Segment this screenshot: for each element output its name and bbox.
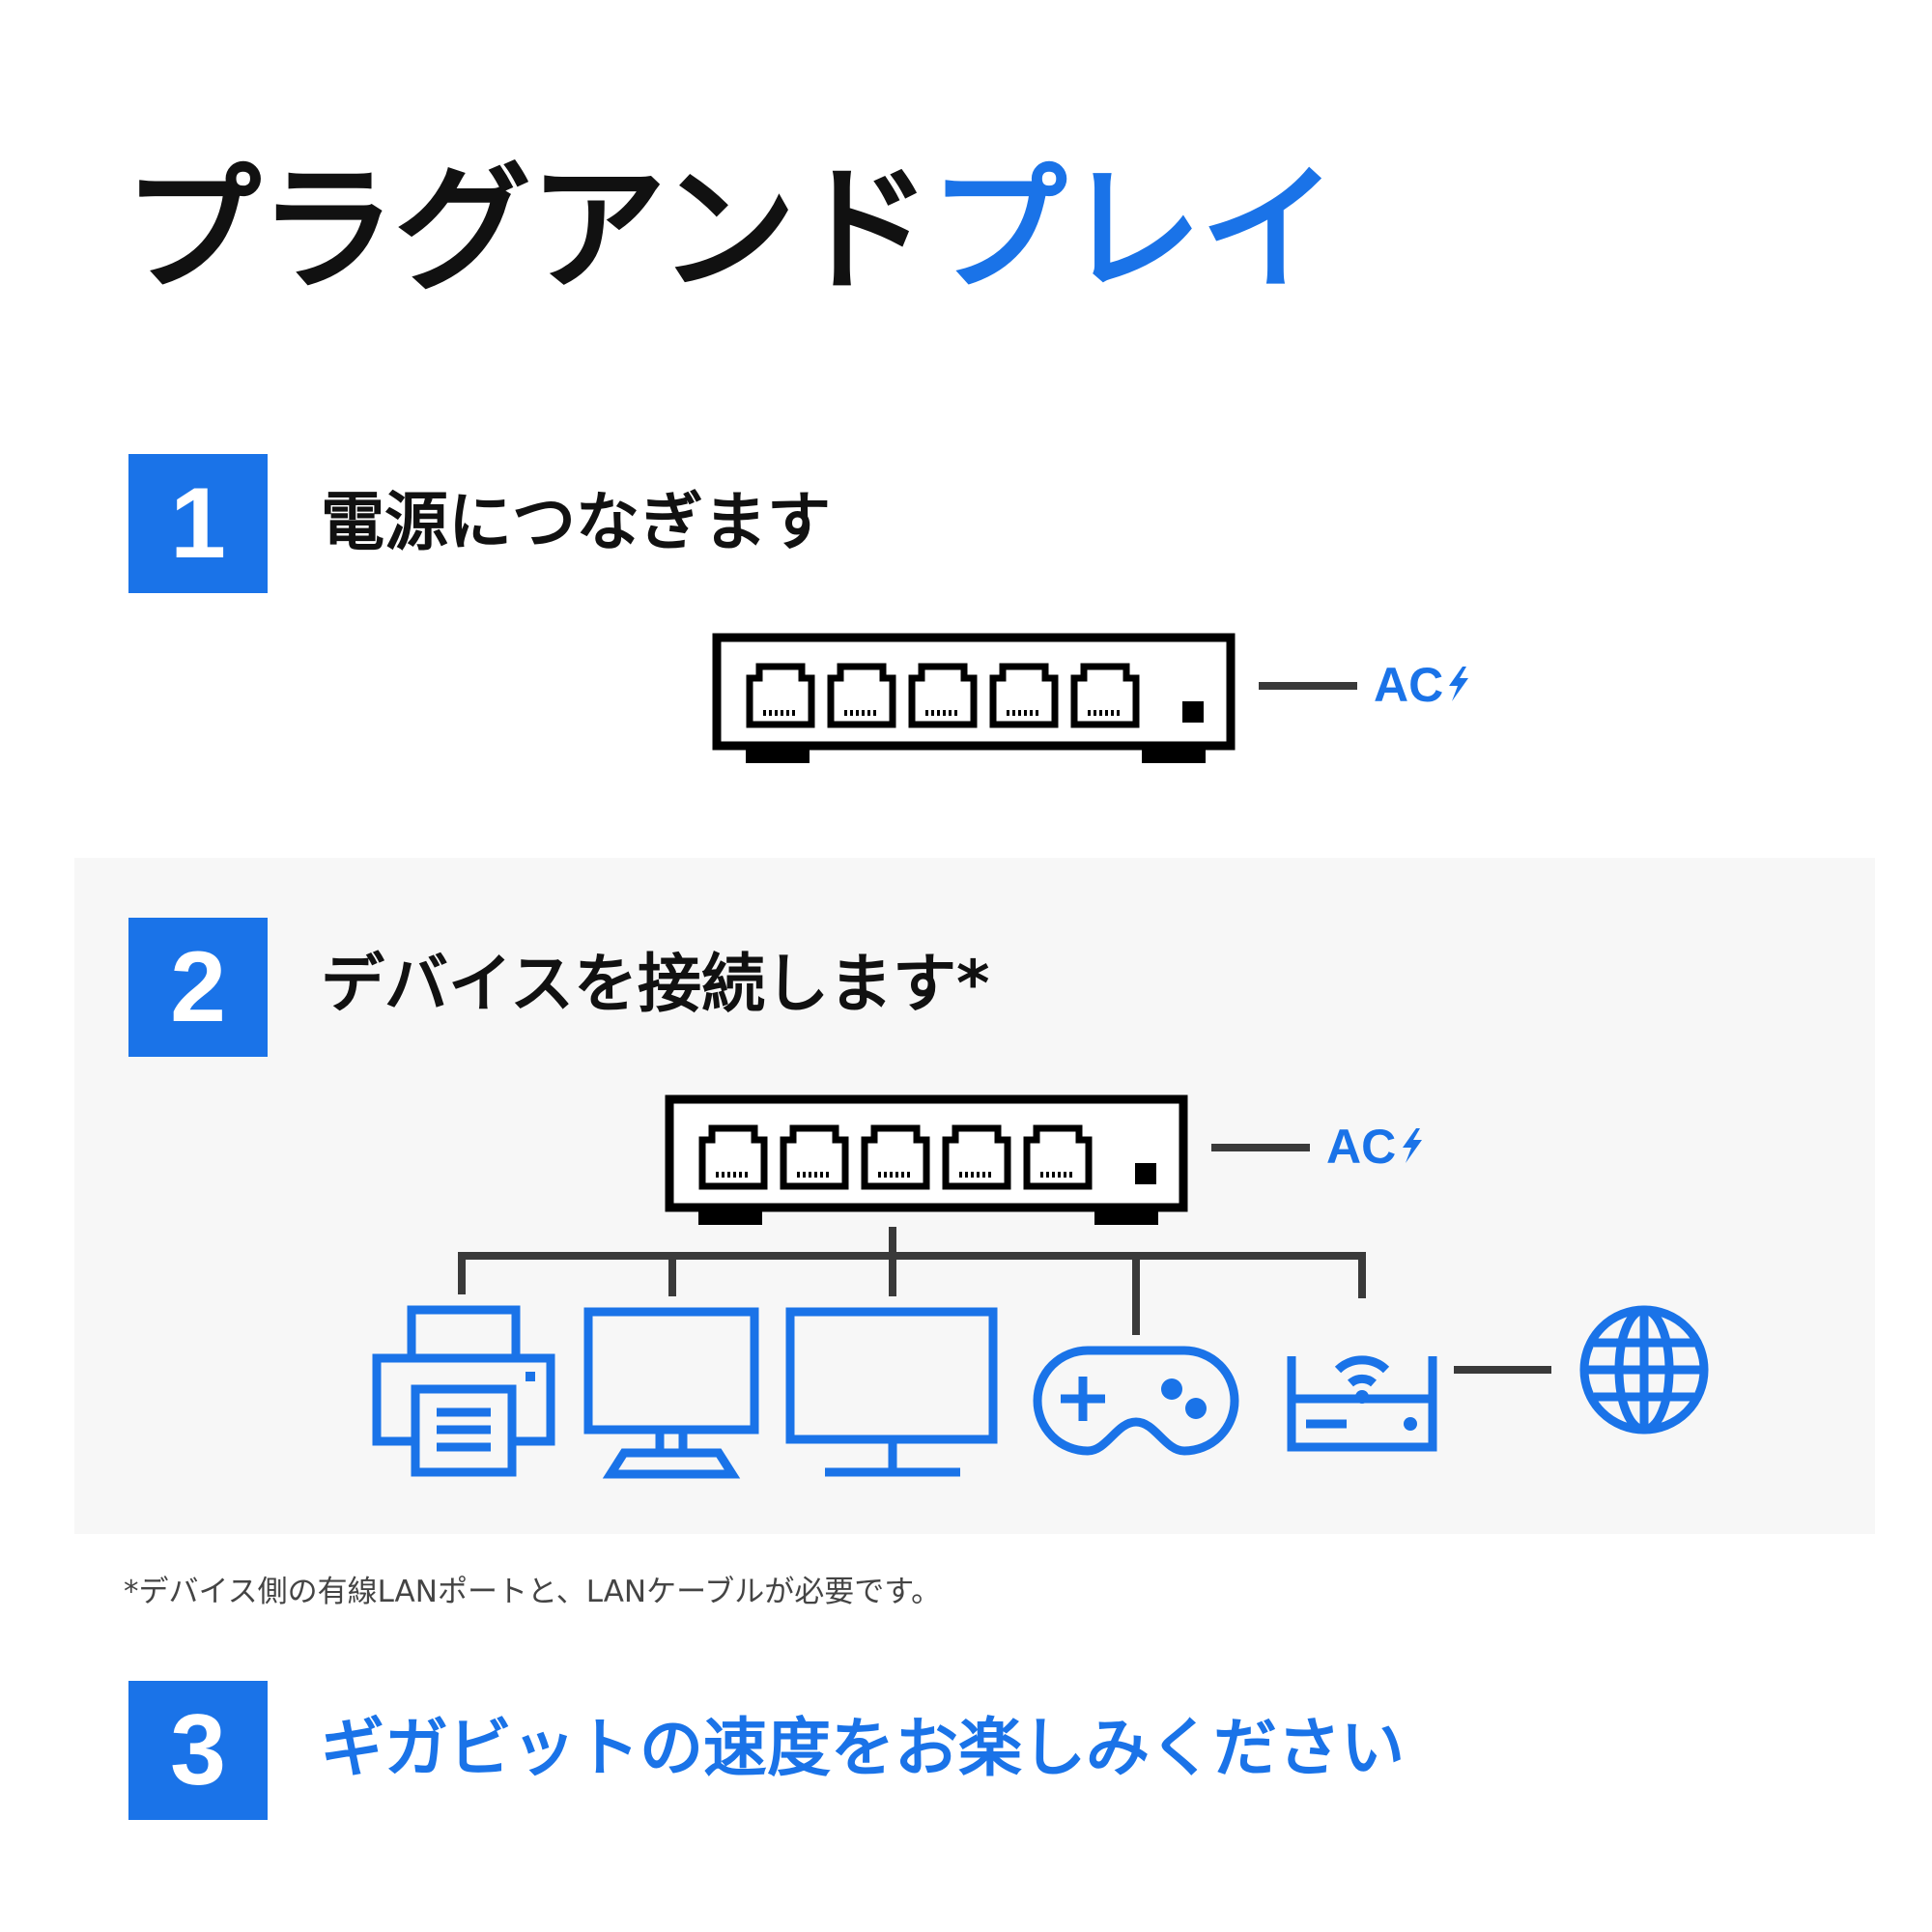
- step-1-number: 1: [128, 454, 268, 593]
- connection-lines: [458, 1227, 1551, 1374]
- ethernet-switch-icon-2: [669, 1099, 1183, 1225]
- printer-icon: [372, 1305, 555, 1477]
- lightning-icon: [1449, 667, 1468, 701]
- game-controller-icon: [1033, 1346, 1239, 1456]
- ac-label-1: AC: [1374, 658, 1444, 712]
- title-accent: プレイ: [929, 151, 1337, 310]
- printer-light: [526, 1372, 535, 1381]
- page-title: プラグアンドプレイ: [124, 162, 1337, 299]
- router-light: [1404, 1417, 1417, 1431]
- step-3-number: 3: [128, 1681, 268, 1820]
- globe-icon: [1579, 1305, 1709, 1435]
- step-1-label: 電源につなぎます: [321, 485, 831, 559]
- desktop-monitor-icon: [583, 1307, 759, 1479]
- step-3-label: ギガビットの速度をお楽しみください: [321, 1711, 1405, 1785]
- title-main: プラグアンド: [124, 151, 931, 310]
- step-2-label: デバイスを接続します*: [321, 947, 990, 1021]
- lightning-icon-2: [1403, 1128, 1422, 1163]
- wifi-dot: [1355, 1390, 1369, 1404]
- ethernet-switch-icon: [717, 638, 1231, 763]
- ac-label-2: AC: [1326, 1120, 1397, 1174]
- footnote: *デバイス側の有線LANポートと、LANケーブルが必要です。: [124, 1575, 942, 1609]
- step-2-number: 2: [128, 918, 268, 1057]
- tv-monitor-icon: [785, 1307, 998, 1477]
